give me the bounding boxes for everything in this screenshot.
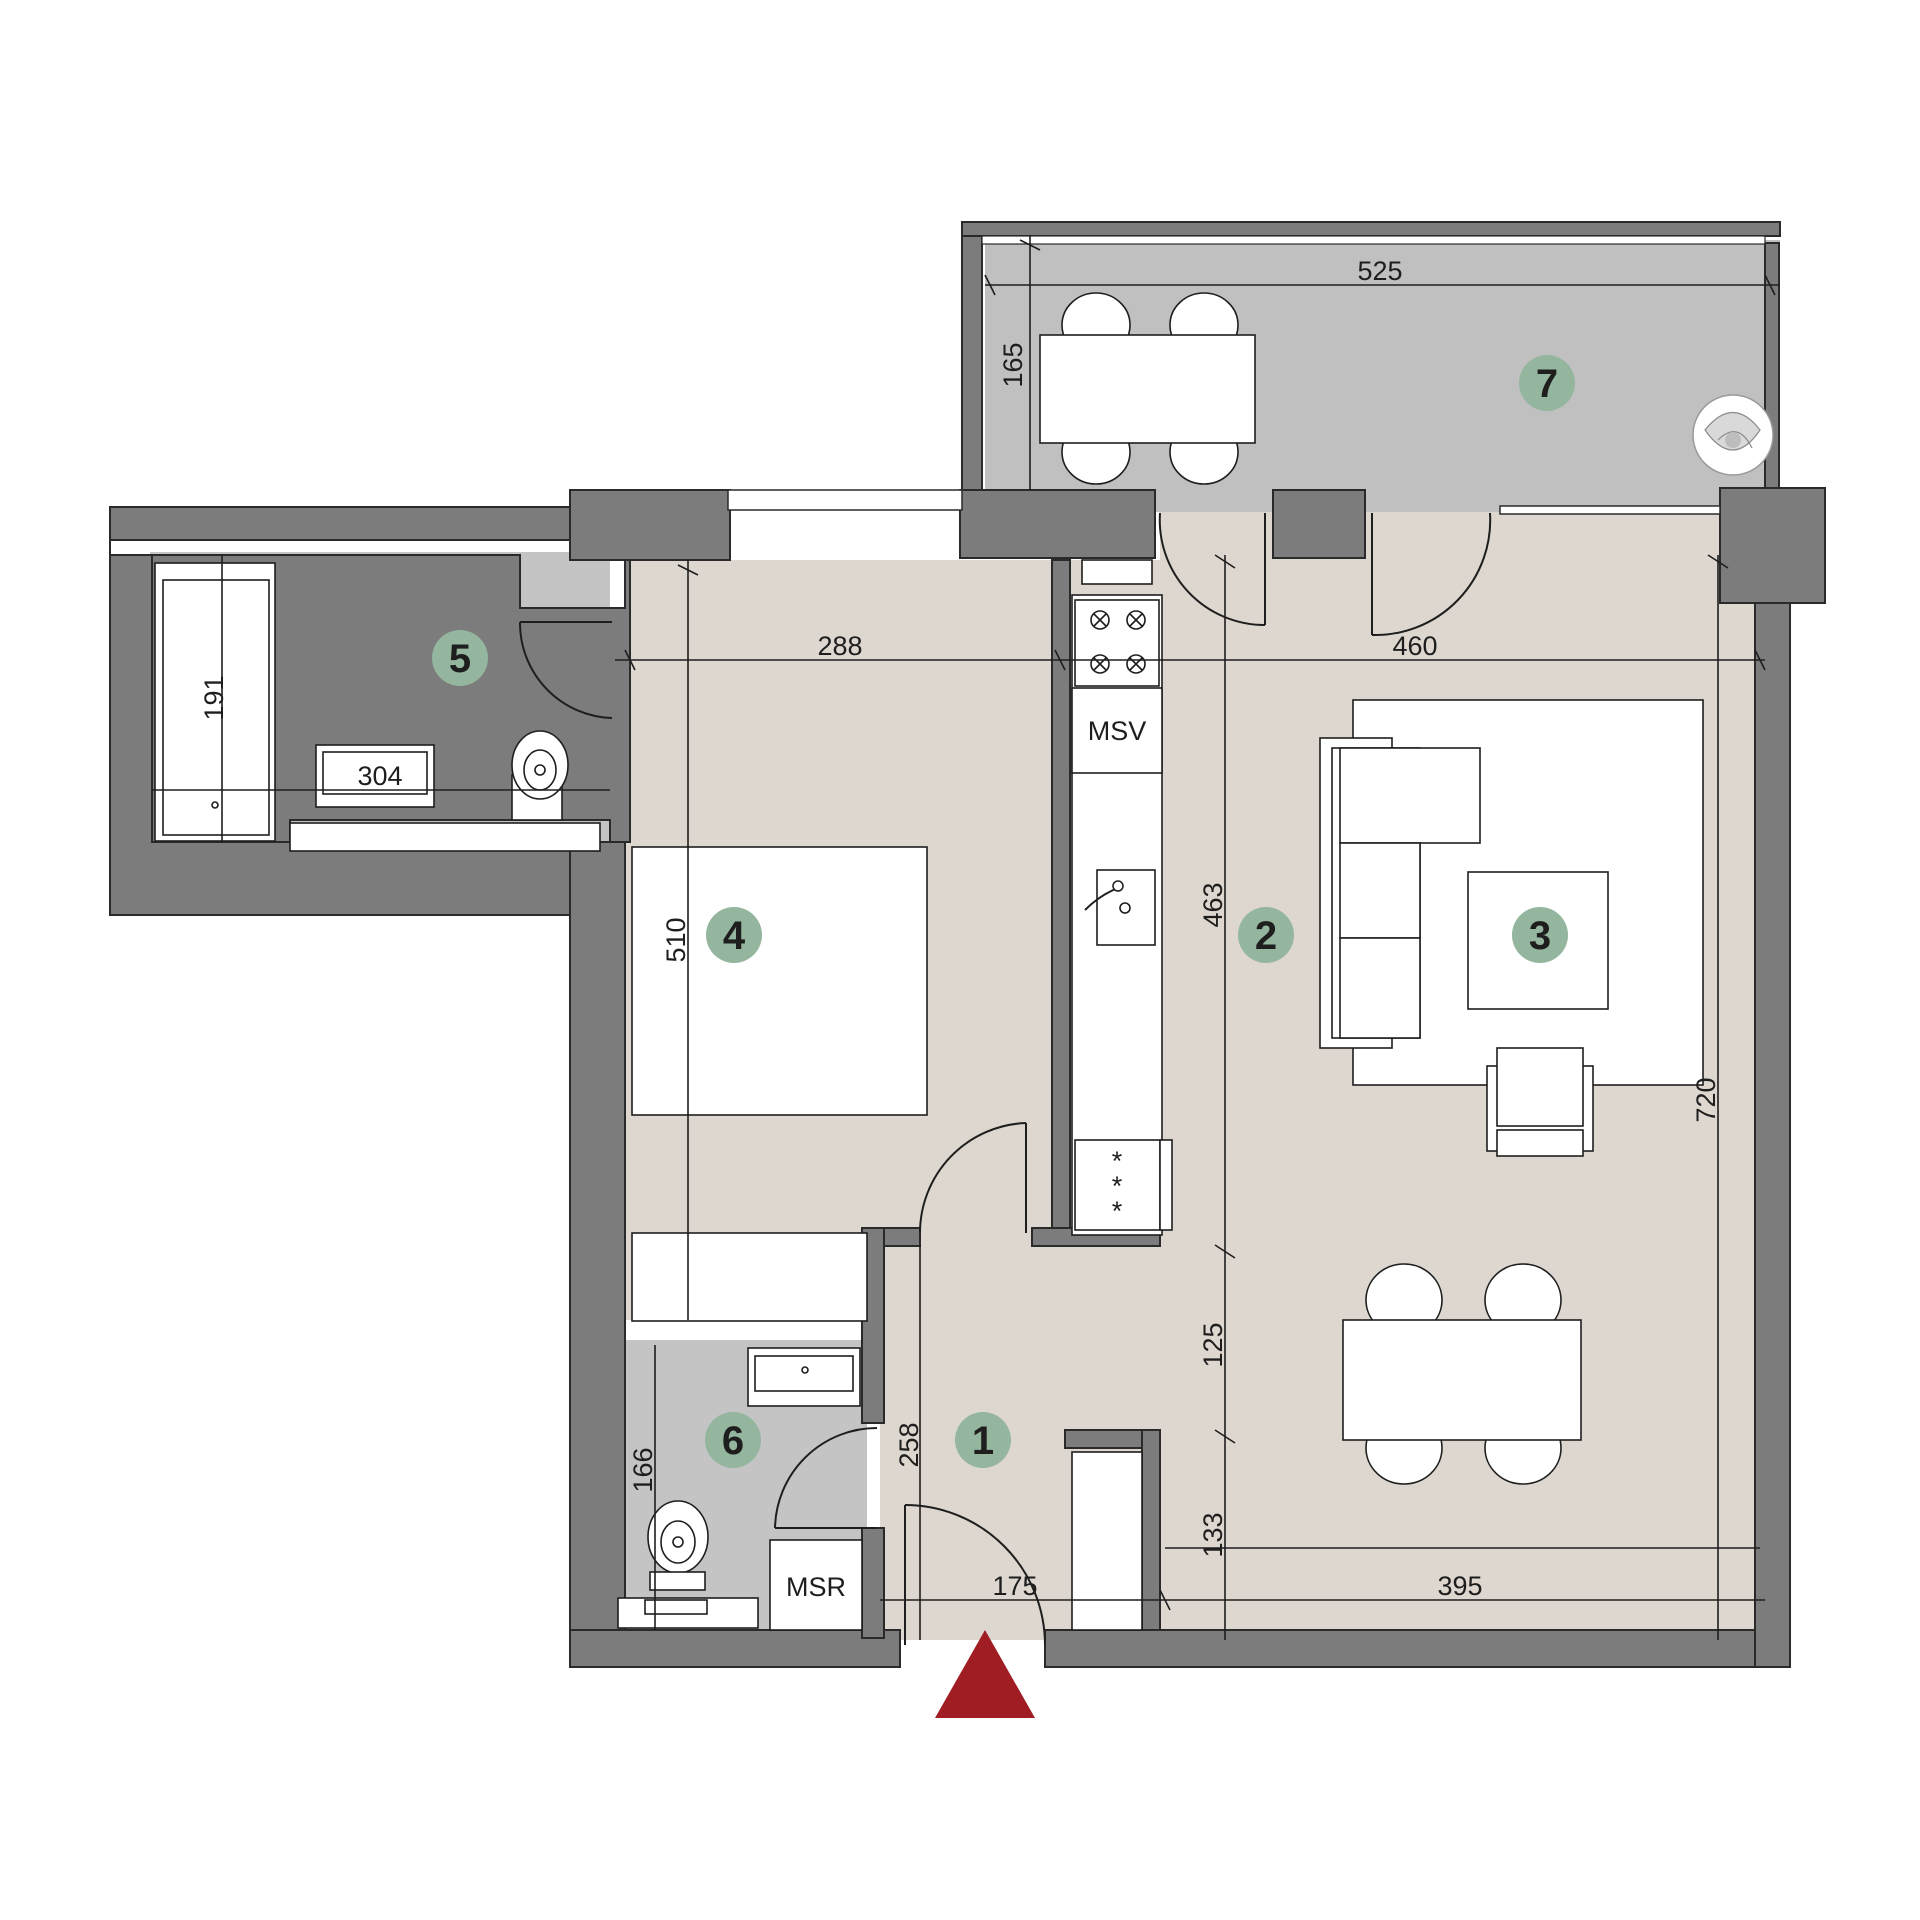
msr-label: MSR bbox=[786, 1572, 846, 1602]
wc-shelf-inner bbox=[644, 1599, 708, 1615]
entrance-arrow-icon bbox=[935, 1630, 1035, 1718]
dim-bedroom-depth: 510 bbox=[661, 917, 691, 962]
bathroom-cabinet bbox=[289, 822, 601, 852]
svg-text:5: 5 bbox=[449, 637, 471, 681]
kitchen-shelf-top bbox=[1081, 559, 1153, 585]
dim-passage-depth: 125 bbox=[1198, 1322, 1228, 1367]
bathroom-door-swing bbox=[518, 621, 613, 719]
msv-label: MSV bbox=[1088, 716, 1147, 746]
room-badges: 1 2 3 4 5 6 7 bbox=[432, 355, 1575, 1468]
svg-text:3: 3 bbox=[1529, 914, 1551, 958]
bathroom-sink-icon bbox=[315, 744, 435, 808]
dishwasher-box bbox=[1071, 687, 1163, 774]
plant-icon bbox=[1692, 394, 1774, 476]
dim-hall-width: 175 bbox=[992, 1571, 1037, 1601]
dim-terrace-width: 525 bbox=[1357, 256, 1402, 286]
room-badge-7: 7 bbox=[1519, 355, 1575, 411]
msr-box bbox=[769, 1539, 863, 1631]
room-badge-3: 3 bbox=[1512, 907, 1568, 963]
terrace-left-wall bbox=[961, 221, 983, 493]
wc-door-swing bbox=[774, 1427, 878, 1529]
svg-text:6: 6 bbox=[722, 1419, 744, 1463]
left-outer-wall bbox=[569, 841, 626, 1668]
toilet-icon bbox=[511, 730, 569, 821]
room-badge-6: 6 bbox=[705, 1412, 761, 1468]
bottom-wall-left bbox=[569, 1629, 901, 1668]
bedroom-top-wall bbox=[569, 489, 731, 561]
room-badge-2: 2 bbox=[1238, 907, 1294, 963]
fridge-icon: * * * bbox=[1074, 1139, 1161, 1231]
living-window bbox=[1499, 505, 1721, 515]
svg-text:4: 4 bbox=[723, 914, 746, 958]
room-badge-4: 4 bbox=[706, 907, 762, 963]
sofa bbox=[1319, 737, 1481, 1049]
armchair bbox=[1486, 1047, 1594, 1157]
dim-bedroom-width: 288 bbox=[817, 631, 862, 661]
terrace-glazing bbox=[981, 235, 1766, 245]
svg-text:*: * bbox=[1112, 1146, 1123, 1176]
terrace-right-wall bbox=[1764, 242, 1780, 504]
bedroom-door-swing bbox=[919, 1122, 1027, 1234]
dim-total-depth: 720 bbox=[1691, 1077, 1721, 1122]
pillar-right bbox=[1719, 487, 1826, 604]
terrace-top-wall bbox=[961, 221, 1781, 237]
doors bbox=[518, 512, 1492, 1646]
dim-kitchen-depth: 133 bbox=[1198, 1512, 1228, 1557]
room-badge-5: 5 bbox=[432, 630, 488, 686]
dim-living-depth: 463 bbox=[1198, 882, 1228, 927]
dim-hall-depth: 258 bbox=[894, 1422, 924, 1467]
wc-right-wall-lower bbox=[861, 1527, 885, 1639]
svg-text:*: * bbox=[1112, 1196, 1123, 1226]
right-outer-wall bbox=[1754, 594, 1791, 1668]
bottom-wall-right bbox=[1044, 1629, 1791, 1668]
dim-bathroom-depth: 191 bbox=[199, 675, 229, 720]
hall-closet bbox=[1071, 1451, 1143, 1631]
pillar-middle bbox=[1272, 489, 1366, 559]
dimension-lines: 525 165 288 460 191 304 510 463 125 133 … bbox=[152, 235, 1780, 1640]
dining-set bbox=[1342, 1263, 1582, 1485]
windows bbox=[727, 235, 1766, 515]
dim-terrace-depth: 165 bbox=[998, 342, 1028, 387]
bathtub-icon bbox=[154, 562, 276, 842]
entrance-door-swing bbox=[904, 1504, 1046, 1646]
dim-living-width: 460 bbox=[1392, 631, 1437, 661]
svg-text:7: 7 bbox=[1536, 362, 1558, 406]
terrace-door-right-swing bbox=[1371, 512, 1492, 637]
svg-text:2: 2 bbox=[1255, 914, 1277, 958]
svg-text:*: * bbox=[1112, 1171, 1123, 1201]
furniture: MSV * * * bbox=[154, 292, 1774, 1631]
double-bed bbox=[631, 846, 928, 1116]
dim-wc-depth: 166 bbox=[628, 1447, 658, 1492]
dim-kitchen-width: 395 bbox=[1437, 1571, 1482, 1601]
svg-text:1: 1 bbox=[972, 1419, 994, 1463]
kitchen-sink-icon bbox=[1084, 869, 1156, 946]
terrace-door-left-swing bbox=[1158, 512, 1266, 627]
wc-washbasin-icon bbox=[747, 1347, 861, 1407]
bedroom-window bbox=[727, 489, 963, 511]
pillar-left bbox=[959, 489, 1156, 559]
wc-toilet-icon bbox=[647, 1500, 709, 1591]
dim-bathroom-width: 304 bbox=[357, 761, 402, 791]
room-badge-1: 1 bbox=[955, 1412, 1011, 1468]
cooktop-icon bbox=[1074, 599, 1160, 687]
terrace-dining-set bbox=[1039, 292, 1256, 485]
kitchen-panel bbox=[1159, 1139, 1173, 1231]
bedroom-wardrobe bbox=[631, 1232, 868, 1322]
